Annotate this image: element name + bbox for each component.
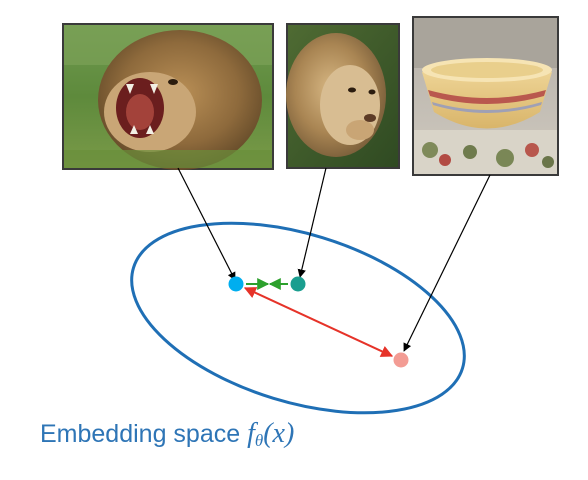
- caption-function: fθ(x): [247, 418, 295, 450]
- embedding-space-caption: Embedding space fθ(x): [40, 418, 294, 457]
- embedding-space-ellipse: [130, 221, 466, 415]
- connector-bowl: [403, 174, 491, 352]
- connector-lion: [297, 167, 327, 278]
- point-roaring-lion: [228, 276, 244, 292]
- repel-arrow: [243, 287, 394, 357]
- image-lion: [286, 23, 400, 169]
- image-bowl: [412, 16, 559, 176]
- point-bowl: [393, 352, 409, 368]
- connector-roaring-lion: [177, 167, 236, 281]
- caption-text: Embedding space: [40, 420, 248, 448]
- point-lion: [290, 276, 306, 292]
- image-roaring-lion: [62, 23, 274, 170]
